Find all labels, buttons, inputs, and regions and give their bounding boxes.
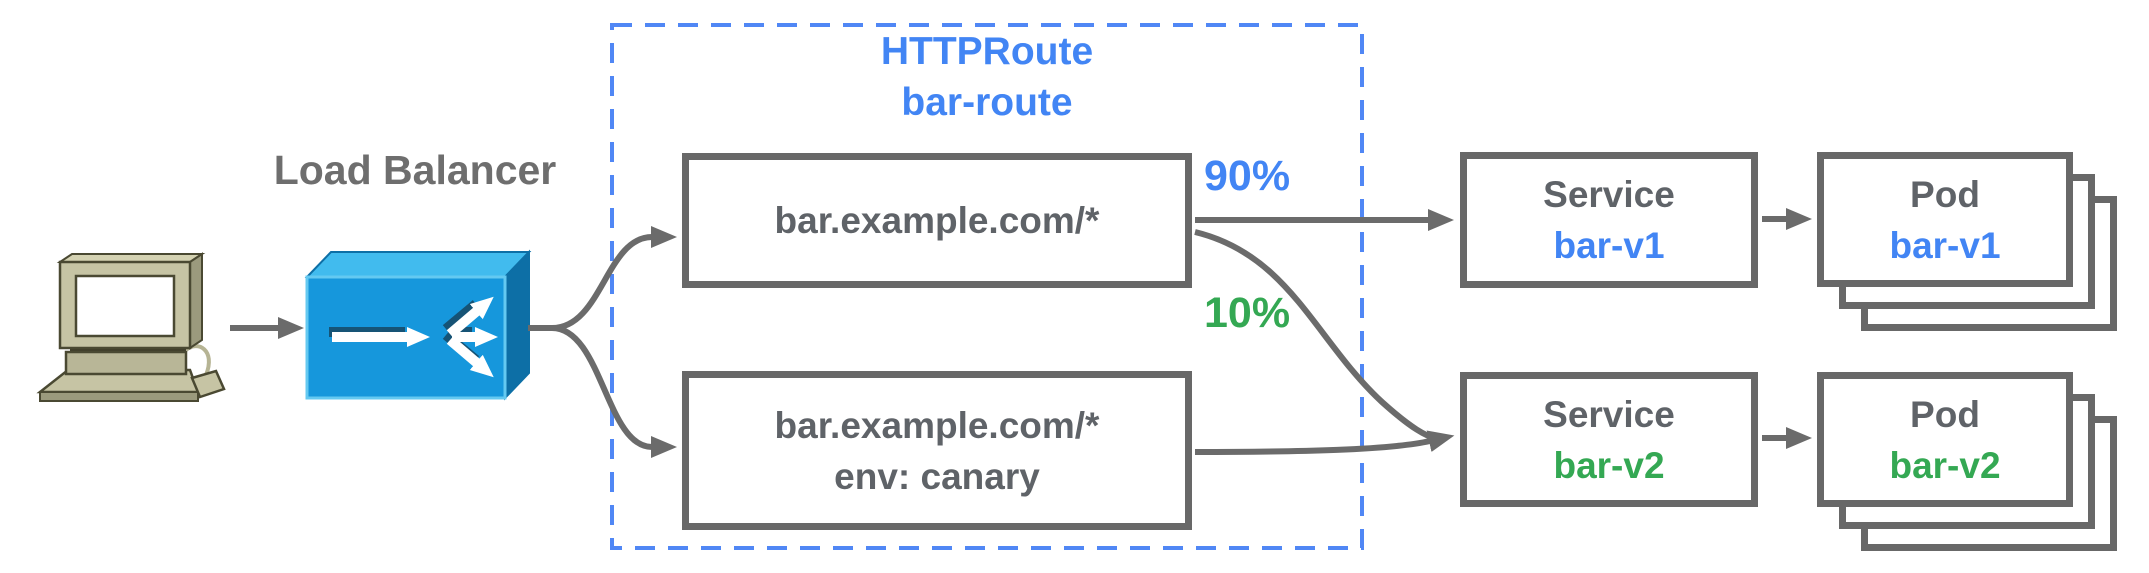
- keyboard-front-edge: [39, 391, 199, 402]
- weight-label-90: 90%: [1204, 152, 1291, 200]
- rule-box-bar-example-canary: bar.example.com/* env: canary: [682, 371, 1192, 530]
- base-unit: [64, 350, 188, 376]
- httproute-title: HTTPRoute bar-route: [612, 26, 1362, 128]
- service-box-bar-v2: Service bar-v2: [1460, 372, 1758, 507]
- load-balancer-label: Load Balancer: [273, 147, 557, 193]
- rule2-host: bar.example.com/*: [774, 404, 1100, 446]
- curve-lb-to-rule1: [551, 226, 677, 331]
- pod-box-bar-v2: Pod bar-v2: [1817, 372, 2073, 507]
- curve-lb-to-rule2: [551, 325, 677, 458]
- desktop-computer-icon: [36, 252, 226, 402]
- lb-side-face: [504, 249, 530, 401]
- pod2-kind: Pod: [1910, 393, 1980, 435]
- rule2-header-match: env: canary: [834, 455, 1040, 497]
- httproute-dashed-boundary: [610, 23, 1364, 550]
- pod2-name: bar-v2: [1889, 444, 2001, 486]
- monitor-screen: [74, 274, 176, 338]
- lb-fan-arrows: [332, 296, 498, 378]
- service2-kind: Service: [1543, 393, 1675, 435]
- curve-rule1-to-service2: [1194, 229, 1438, 442]
- pod1-kind: Pod: [1910, 173, 1980, 215]
- load-balancer-icon: [304, 249, 532, 401]
- rule1-host: bar.example.com/*: [774, 200, 1100, 241]
- arrow-rule2-to-service2: [1194, 430, 1455, 455]
- pod1-name: bar-v1: [1889, 224, 2001, 266]
- httproute-kind: HTTPRoute: [880, 30, 1094, 73]
- service-box-bar-v1: Service bar-v1: [1460, 152, 1758, 288]
- service1-name: bar-v1: [1553, 225, 1665, 266]
- rule-box-bar-example: bar.example.com/*: [682, 153, 1192, 288]
- mouse: [190, 369, 226, 399]
- pod-box-bar-v1: Pod bar-v1: [1817, 152, 2073, 287]
- service1-kind: Service: [1543, 174, 1675, 215]
- lb-top-face: [304, 251, 532, 278]
- weight-label-10: 10%: [1204, 289, 1291, 337]
- monitor-side-face: [189, 252, 203, 350]
- service2-name: bar-v2: [1553, 444, 1665, 486]
- httproute-name: bar-route: [901, 81, 1073, 124]
